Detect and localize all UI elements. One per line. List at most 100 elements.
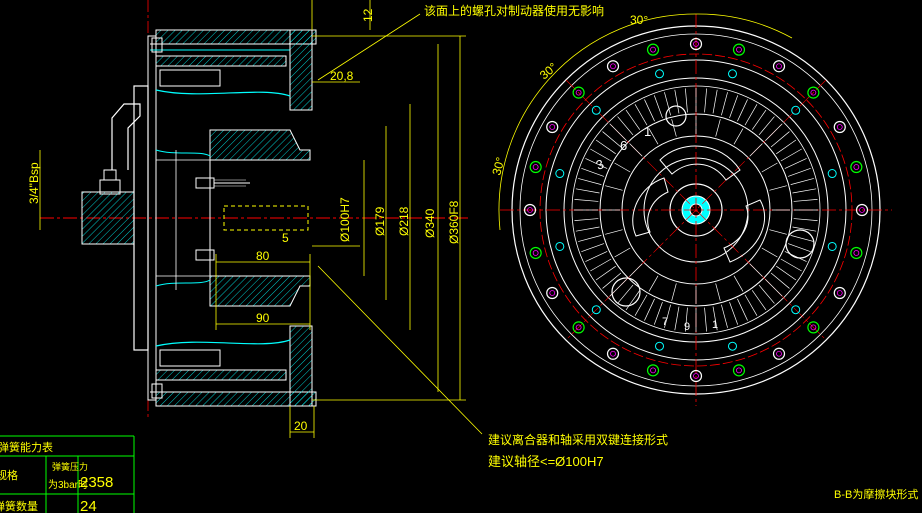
friction-fin: [585, 251, 608, 262]
friction-fin: [590, 148, 612, 162]
fin-ring: [574, 88, 818, 332]
bolt-ring: [523, 37, 869, 383]
bolt-hole: [855, 203, 869, 217]
segment-divider: [769, 229, 787, 235]
bolt-hole: [689, 369, 703, 383]
friction-fin: [674, 306, 680, 331]
bolt-hole: [850, 246, 863, 260]
friction-fin: [787, 243, 811, 253]
spring-hole: [591, 105, 601, 115]
segment-divider: [648, 275, 659, 292]
friction-fin: [712, 89, 718, 114]
friction-fin: [751, 290, 767, 311]
bolt-hole: [833, 286, 846, 300]
bolt-hole: [807, 86, 820, 99]
table-row2-left: 弹簧数量: [0, 499, 38, 513]
spring-hole: [655, 69, 665, 79]
plate-digit-5: 9: [684, 321, 690, 333]
spring-hole: [791, 105, 801, 115]
friction-fin: [784, 158, 807, 169]
bolt-hole: [850, 160, 863, 174]
bolt-hole-inner: [776, 350, 782, 357]
friction-fin: [765, 279, 783, 297]
segment-divider: [749, 143, 763, 157]
bolt-hole: [572, 321, 585, 334]
friction-fin: [729, 301, 739, 325]
friction-fin: [574, 218, 599, 221]
friction-fin: [792, 188, 817, 194]
friction-fin: [780, 148, 802, 162]
friction-fin: [581, 243, 605, 253]
friction-fin: [575, 188, 600, 194]
segment-divider: [629, 263, 643, 277]
friction-fin: [758, 284, 775, 304]
table-title: 弹簧能力表: [0, 440, 53, 454]
spring-hole: [827, 241, 837, 251]
segment-divider: [715, 283, 721, 301]
suggest-line-1: 建议离合器和轴采用双键连接形式: [488, 432, 668, 447]
friction-fin: [653, 301, 663, 325]
friction-fin: [644, 298, 655, 321]
bolt-hole-inner: [693, 41, 699, 47]
friction-fin: [625, 290, 641, 311]
segment-divider: [629, 143, 643, 157]
bolt-hole-inner: [650, 46, 656, 53]
friction-fin: [602, 131, 622, 148]
dim-80: 80: [256, 249, 270, 263]
plate-digit-3: 1: [644, 124, 651, 139]
friction-fin: [790, 235, 814, 242]
plate-digit-1: 3: [594, 156, 606, 173]
friction-fin: [792, 226, 817, 232]
dim-20: 20: [294, 419, 308, 433]
segment-divider: [614, 162, 631, 173]
segment-divider: [605, 229, 623, 235]
segment-divider: [671, 283, 677, 301]
bolt-hole: [772, 60, 786, 73]
dim-bsp: 3/4"Bsp: [27, 162, 41, 204]
friction-fin: [634, 104, 648, 126]
spring-hole: [555, 169, 565, 179]
spring-hole: [791, 305, 801, 315]
spring-table: [0, 435, 135, 513]
bolt-hole-inner: [859, 207, 865, 213]
spring-hole: [727, 69, 737, 79]
bolt-hole-inner: [776, 63, 782, 70]
friction-fin: [744, 104, 758, 126]
friction-fin: [578, 235, 602, 242]
bolt-hole-inner: [836, 124, 843, 130]
angle-30-left: 30°: [489, 155, 507, 176]
bolt-hole: [546, 120, 559, 134]
friction-fin: [784, 251, 807, 262]
dim-360f8: Ø360F8: [447, 200, 461, 244]
friction-fin: [712, 306, 718, 331]
bolt-hole: [689, 37, 703, 51]
bolt-hole-inner: [532, 250, 539, 256]
dim-20-8: 20,8: [330, 69, 354, 83]
bolt-hole: [572, 86, 585, 99]
dim-340: Ø340: [423, 208, 437, 238]
bolt-hole: [606, 347, 620, 360]
bolt-hole-inner: [549, 290, 556, 296]
friction-fin: [602, 272, 622, 289]
bolt-hole-inner: [853, 250, 860, 256]
section-label: B-B为摩擦块形式: [834, 487, 918, 501]
dim-5: 5: [282, 231, 289, 245]
friction-fin: [674, 89, 680, 114]
spring-hole: [827, 169, 837, 179]
bolt-hole: [732, 43, 746, 56]
bolt-hole-inner: [810, 324, 817, 331]
friction-fin: [704, 307, 707, 332]
bolt-hole-inner: [575, 89, 582, 96]
bolt-hole-inner: [575, 324, 582, 331]
friction-fin: [780, 258, 802, 272]
friction-fin: [595, 265, 616, 281]
bolt-hole: [606, 60, 620, 73]
dim-218: Ø218: [397, 206, 411, 236]
bolt-hole: [523, 203, 537, 217]
segment-divider: [761, 162, 778, 173]
friction-fin: [744, 294, 758, 316]
friction-fin: [664, 92, 671, 116]
dim-12: 12: [361, 8, 375, 22]
dim-90: 90: [256, 311, 270, 325]
